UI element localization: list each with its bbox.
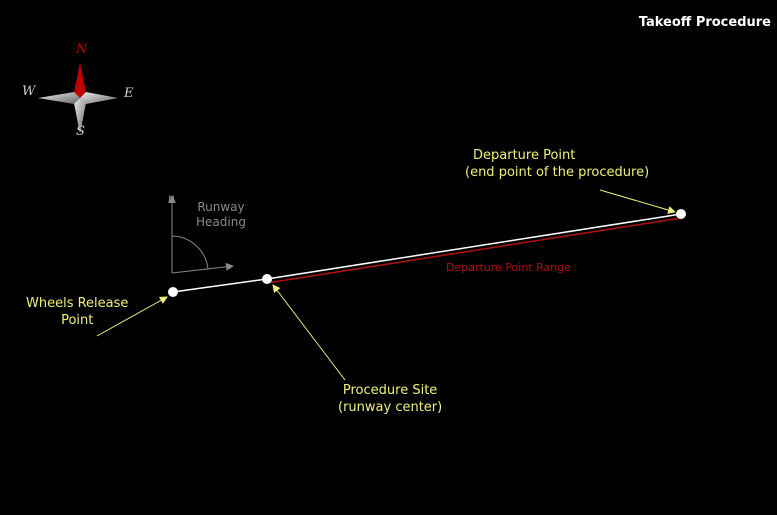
departure-line1: Departure Point xyxy=(473,148,576,163)
site-arrow xyxy=(272,284,346,381)
page-title: Takeoff Procedure xyxy=(638,15,771,30)
compass-s: S xyxy=(76,124,85,139)
runway-heading-line2: Heading xyxy=(196,215,246,229)
departure-line2: (end point of the procedure) xyxy=(465,165,650,180)
runway-heading-label: Runway Heading xyxy=(196,200,246,230)
runway-path xyxy=(172,213,682,293)
compass-e: E xyxy=(124,86,134,101)
departure-arrow xyxy=(599,189,676,214)
runway-heading-line1: Runway xyxy=(197,200,245,214)
compass-n: N xyxy=(76,42,88,57)
departure-point[interactable] xyxy=(676,209,686,219)
departure-range-line xyxy=(266,217,682,284)
wheels-release-point[interactable] xyxy=(168,287,178,297)
wheels-release-label: Wheels Release Point xyxy=(26,295,128,329)
wheels-line2: Point xyxy=(61,313,94,328)
procedure-site-point[interactable] xyxy=(262,274,272,284)
site-line2: (runway center) xyxy=(338,400,443,415)
wheels-line1: Wheels Release xyxy=(26,296,129,311)
runway-heading-icon xyxy=(168,195,234,274)
wheels-arrow xyxy=(96,296,168,337)
procedure-site-label: Procedure Site (runway center) xyxy=(338,382,442,416)
compass-rose-icon xyxy=(38,62,118,134)
departure-label: Departure Point (end point of the proced… xyxy=(465,147,649,181)
site-line1: Procedure Site xyxy=(342,383,438,398)
heading-axis-n: N xyxy=(168,195,175,205)
departure-range-label: Departure Point Range xyxy=(446,261,571,274)
compass-w: W xyxy=(22,84,36,99)
